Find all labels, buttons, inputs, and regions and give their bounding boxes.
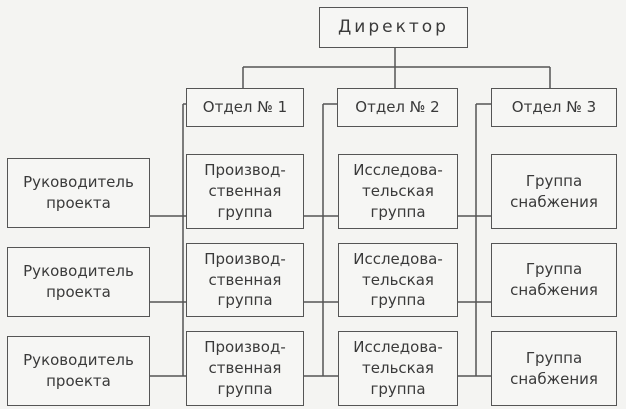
group-label: Группа снабжения: [510, 348, 598, 388]
project-manager-box-1: Руководитель проекта: [7, 158, 150, 228]
department-label: Отдел № 1: [202, 98, 288, 117]
production-group-box: Производ- ственная группа: [186, 243, 304, 317]
production-group-box: Производ- ственная группа: [186, 331, 304, 406]
director-box: Директор: [319, 7, 468, 48]
project-manager-label: Руководитель проекта: [23, 262, 134, 301]
supply-group-box: Группа снабжения: [491, 154, 617, 229]
department-label: Отдел № 3: [511, 98, 597, 117]
group-label: Производ- ственная группа: [204, 338, 286, 398]
research-group-box: Исследова- тельская группа: [338, 154, 458, 229]
project-manager-label: Руководитель проекта: [23, 351, 134, 390]
research-group-box: Исследова- тельская группа: [338, 331, 458, 406]
department-box-2: Отдел № 2: [337, 88, 458, 127]
group-label: Исследова- тельская группа: [353, 249, 443, 310]
project-manager-label: Руководитель проекта: [23, 173, 134, 212]
project-manager-box-3: Руководитель проекта: [7, 336, 150, 406]
group-label: Исследова- тельская группа: [353, 338, 443, 398]
department-label: Отдел № 2: [355, 98, 440, 117]
project-manager-box-2: Руководитель проекта: [7, 247, 150, 317]
production-group-box: Производ- ственная группа: [186, 154, 304, 229]
director-label: Директор: [338, 16, 449, 37]
supply-group-box: Группа снабжения: [491, 243, 617, 317]
group-label: Производ- ственная группа: [204, 249, 286, 310]
supply-group-box: Группа снабжения: [491, 331, 617, 406]
research-group-box: Исследова- тельская группа: [338, 243, 458, 317]
department-box-3: Отдел № 3: [491, 88, 617, 127]
group-label: Производ- ственная группа: [204, 161, 286, 221]
department-box-1: Отдел № 1: [186, 88, 304, 127]
group-label: Исследова- тельская группа: [353, 161, 443, 221]
group-label: Группа снабжения: [510, 171, 598, 211]
group-label: Группа снабжения: [510, 260, 598, 299]
